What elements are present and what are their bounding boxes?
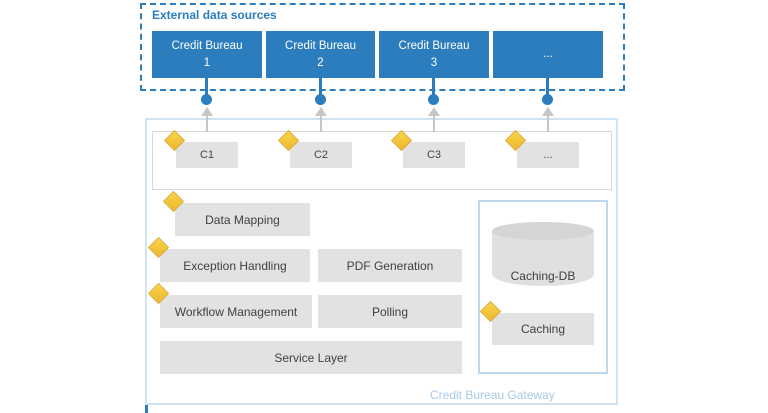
connector-line xyxy=(319,78,322,96)
arrow-up-icon xyxy=(547,115,549,132)
component-caching: Caching xyxy=(479,300,594,345)
connector-c3: C3 xyxy=(390,129,465,168)
arrow-up-icon xyxy=(206,115,208,132)
connector-dot-icon xyxy=(428,94,439,105)
connector-c1-label: C1 xyxy=(199,149,215,161)
arrow-up-icon xyxy=(315,107,327,116)
external-data-sources-label: External data sources xyxy=(152,8,277,22)
component-label: Polling xyxy=(371,304,409,319)
credit-bureau-2-node: Credit Bureau 2 xyxy=(266,31,375,78)
component-label: Workflow Management xyxy=(174,304,298,319)
component-exception-handling: Exception Handling xyxy=(147,236,310,282)
component-label: Data Mapping xyxy=(205,212,280,227)
component-polling: Polling xyxy=(318,295,462,328)
component-service-layer: Service Layer xyxy=(160,341,462,374)
connector-more: ... xyxy=(504,129,579,168)
arrow-up-icon xyxy=(320,115,322,132)
component-workflow-management: Workflow Management xyxy=(147,282,312,328)
component-label: Exception Handling xyxy=(183,258,287,273)
external-data-sources-group xyxy=(140,3,625,91)
connector-line xyxy=(432,78,435,96)
credit-bureau-1-node: Credit Bureau 1 xyxy=(152,31,262,78)
credit-bureau-2-label: Credit Bureau 2 xyxy=(285,40,356,69)
credit-bureau-more-label: ... xyxy=(543,48,553,61)
credit-bureau-3-label: Credit Bureau 3 xyxy=(398,40,470,69)
arrow-up-icon xyxy=(542,107,554,116)
component-label: Service Layer xyxy=(274,350,348,365)
cylinder-top-ellipse xyxy=(492,222,594,240)
connector-more-label: ... xyxy=(543,149,553,161)
connector-line xyxy=(205,78,208,96)
arrow-up-icon xyxy=(428,107,440,116)
arrow-up-icon xyxy=(433,115,435,132)
component-label: Caching xyxy=(520,322,566,336)
connector-dot-icon xyxy=(542,94,553,105)
cropped-connector-line xyxy=(145,405,148,413)
component-data-mapping: Data Mapping xyxy=(162,190,310,236)
connector-dot-icon xyxy=(201,94,212,105)
connector-c2: C2 xyxy=(277,129,352,168)
component-label: PDF Generation xyxy=(346,258,434,273)
arrow-up-icon xyxy=(201,107,213,116)
caching-db-cylinder-icon: Caching-DB xyxy=(492,222,594,286)
caching-db-label: Caching-DB xyxy=(510,269,576,283)
component-pdf-generation: PDF Generation xyxy=(318,249,462,282)
credit-bureau-3-node: Credit Bureau 3 xyxy=(379,31,489,78)
credit-bureau-gateway-label: Credit Bureau Gateway xyxy=(430,388,555,402)
connector-c3-label: C3 xyxy=(426,149,442,161)
credit-bureau-1-label: Credit Bureau 1 xyxy=(171,40,243,69)
connector-dot-icon xyxy=(315,94,326,105)
connector-c1: C1 xyxy=(163,129,238,168)
connector-line xyxy=(546,78,549,96)
credit-bureau-more-node: ... xyxy=(493,31,603,78)
connector-c2-label: C2 xyxy=(313,149,329,161)
